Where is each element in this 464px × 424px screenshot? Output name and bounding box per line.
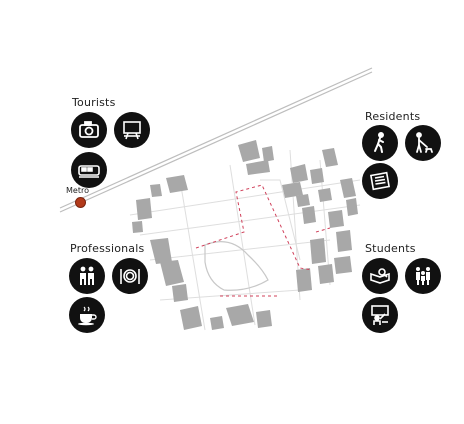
metro-label: Metro [66, 186, 89, 195]
camera-icon [71, 112, 107, 148]
teacher-icon [362, 297, 398, 333]
walking-person-icon [362, 125, 398, 161]
newspaper-icon [362, 163, 398, 199]
studying-icon [362, 258, 398, 294]
railway-line [59, 67, 373, 213]
professionals-label: Professionals [70, 242, 145, 255]
meeting-icon [69, 258, 105, 294]
students-label: Students [365, 242, 416, 255]
buildings [132, 140, 358, 330]
metro-station-marker[interactable] [75, 197, 86, 208]
group-of-friends-icon [405, 258, 441, 294]
coffee-cup-icon [69, 297, 105, 333]
tourists-label: Tourists [72, 96, 116, 109]
dining-icon [112, 258, 148, 294]
museum-icon [114, 112, 150, 148]
site-boundary [195, 184, 331, 297]
residents-label: Residents [365, 110, 421, 123]
tram-icon [71, 152, 107, 188]
site-outline [204, 241, 269, 291]
dog-walker-icon [405, 125, 441, 161]
